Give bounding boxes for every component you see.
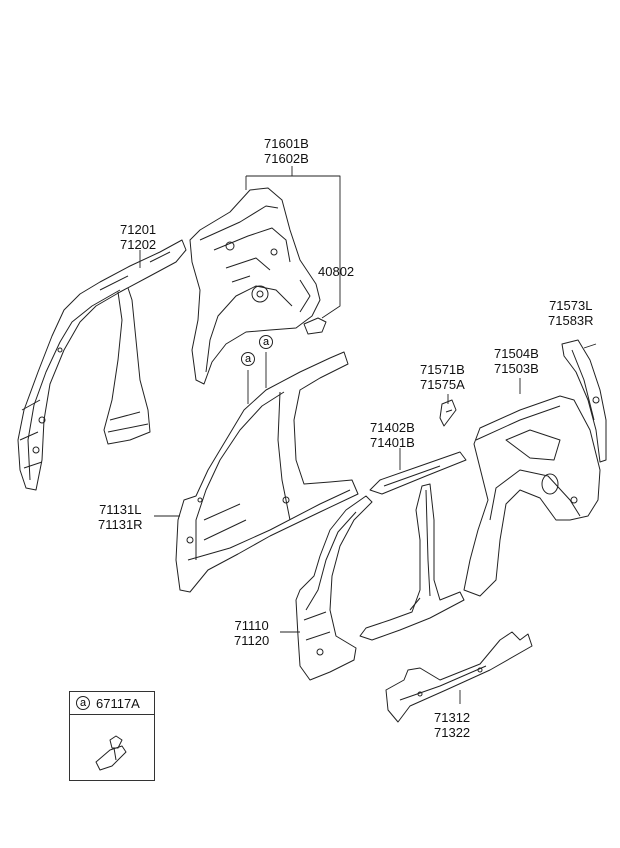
part-front-pillar-inner: [17, 239, 187, 491]
part-roof-rail: [369, 451, 467, 495]
legend-header: a 67117A: [70, 692, 154, 715]
marker-a-2: a: [259, 335, 273, 349]
part-clip-71571B: [439, 399, 457, 427]
part-side-outer-front: [175, 351, 359, 593]
leader-lines: [139, 166, 597, 704]
marker-a-1: a: [241, 352, 255, 366]
part-quarter-outer: [463, 395, 601, 597]
legend-part-number: 67117A: [96, 696, 140, 711]
part-quarter-inner: [189, 187, 321, 385]
legend-tag: a: [76, 696, 90, 710]
part-bracket-40802: [303, 317, 327, 335]
part-side-sill: [385, 631, 533, 723]
callout-40802: 40802: [318, 264, 355, 279]
part-rear-extension: [561, 339, 607, 463]
legend-clip-icon: [95, 735, 127, 771]
legend-box: a 67117A: [69, 691, 155, 781]
part-front-pillar-outer: [295, 495, 373, 681]
part-center-pillar: [359, 483, 465, 641]
